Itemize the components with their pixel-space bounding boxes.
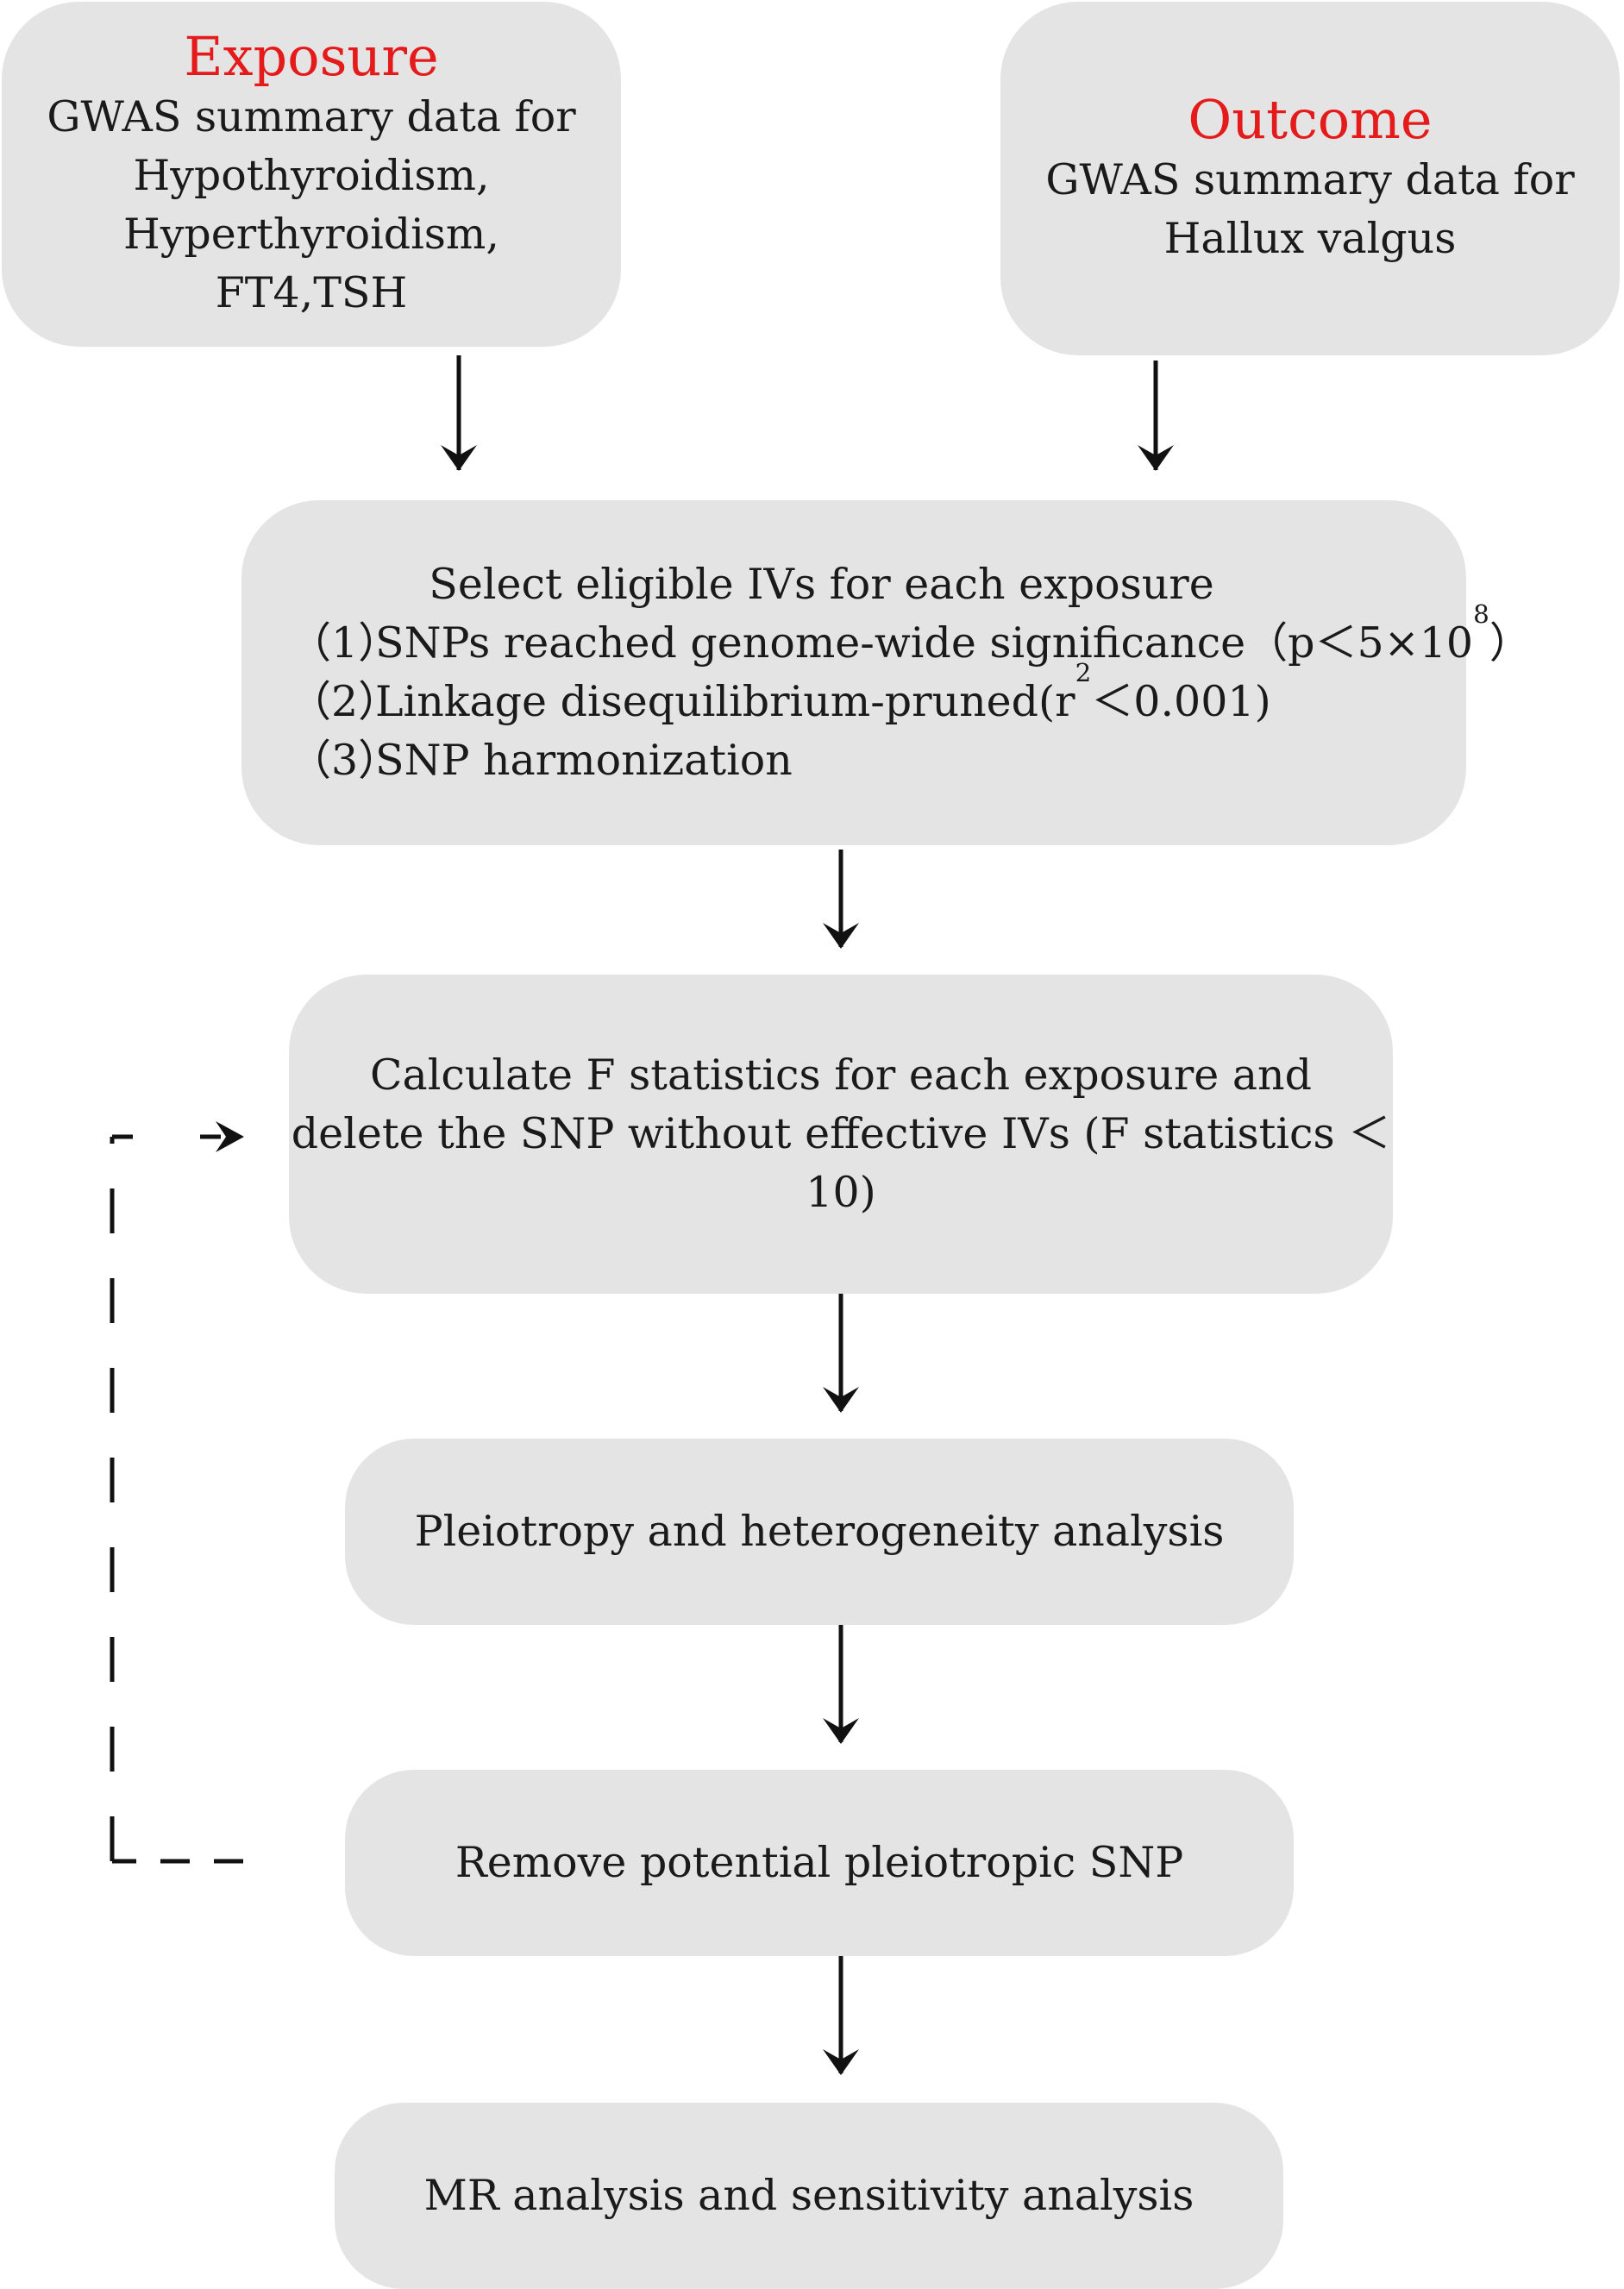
remove-snp-label: Remove potential pleiotropic SNP [455,1838,1184,1887]
select-step-row: （3） SNP harmonization [289,731,793,790]
feedback-loop [110,1134,243,1864]
arrowhead [823,1718,859,1744]
step-tail: ） [1489,618,1532,668]
outcome-line: GWAS summary data for [1045,155,1575,204]
exposure-line: Hyperthyroidism, [123,210,499,259]
f-statistics-box: Calculate F statistics for each exposure… [289,975,1393,1294]
select-ivs-box: Select eligible IVs for each exposure （1… [241,500,1532,845]
arrowhead [1138,445,1174,471]
select-step-row: （1） SNPs reached genome-wide significanc… [289,601,1532,673]
mr-analysis-box: MR analysis and sensitivity analysis [335,2103,1283,2289]
exposure-box: Exposure GWAS summary data for Hypothyro… [2,2,621,347]
feedback-arrowhead [216,1121,244,1152]
select-ivs-title: Select eligible IVs for each exposure [429,560,1214,609]
exposure-heading: Exposure [184,25,439,88]
remove-snp-box: Remove potential pleiotropic SNP [345,1770,1294,1956]
exposure-line: GWAS summary data for [47,92,576,141]
step-text: SNPs reached genome-wide significance（p＜… [375,618,1474,668]
outcome-line: Hallux valgus [1163,214,1457,263]
mr-analysis-label: MR analysis and sensitivity analysis [423,2171,1194,2220]
arrowhead [823,1387,859,1413]
exposure-line: FT4,TSH [215,268,408,317]
f-statistics-line: delete the SNP without effective IVs (F … [291,1109,1391,1217]
exposure-line: Hypothyroidism, [133,151,490,200]
outcome-box: Outcome GWAS summary data for Hallux val… [1000,2,1620,355]
step-text: Linkage disequilibrium-pruned(r [375,677,1075,726]
step-tail: ＜0.001) [1091,677,1271,726]
f-statistics-line: Calculate F statistics for each exposure… [370,1050,1312,1100]
pleiotropy-box: Pleiotropy and heterogeneity analysis [345,1439,1294,1625]
arrowhead [823,923,859,949]
pleiotropy-label: Pleiotropy and heterogeneity analysis [414,1507,1225,1556]
arrowhead [441,445,477,471]
arrowhead [823,2049,859,2075]
step-text: SNP harmonization [375,736,793,785]
outcome-heading: Outcome [1188,88,1433,151]
